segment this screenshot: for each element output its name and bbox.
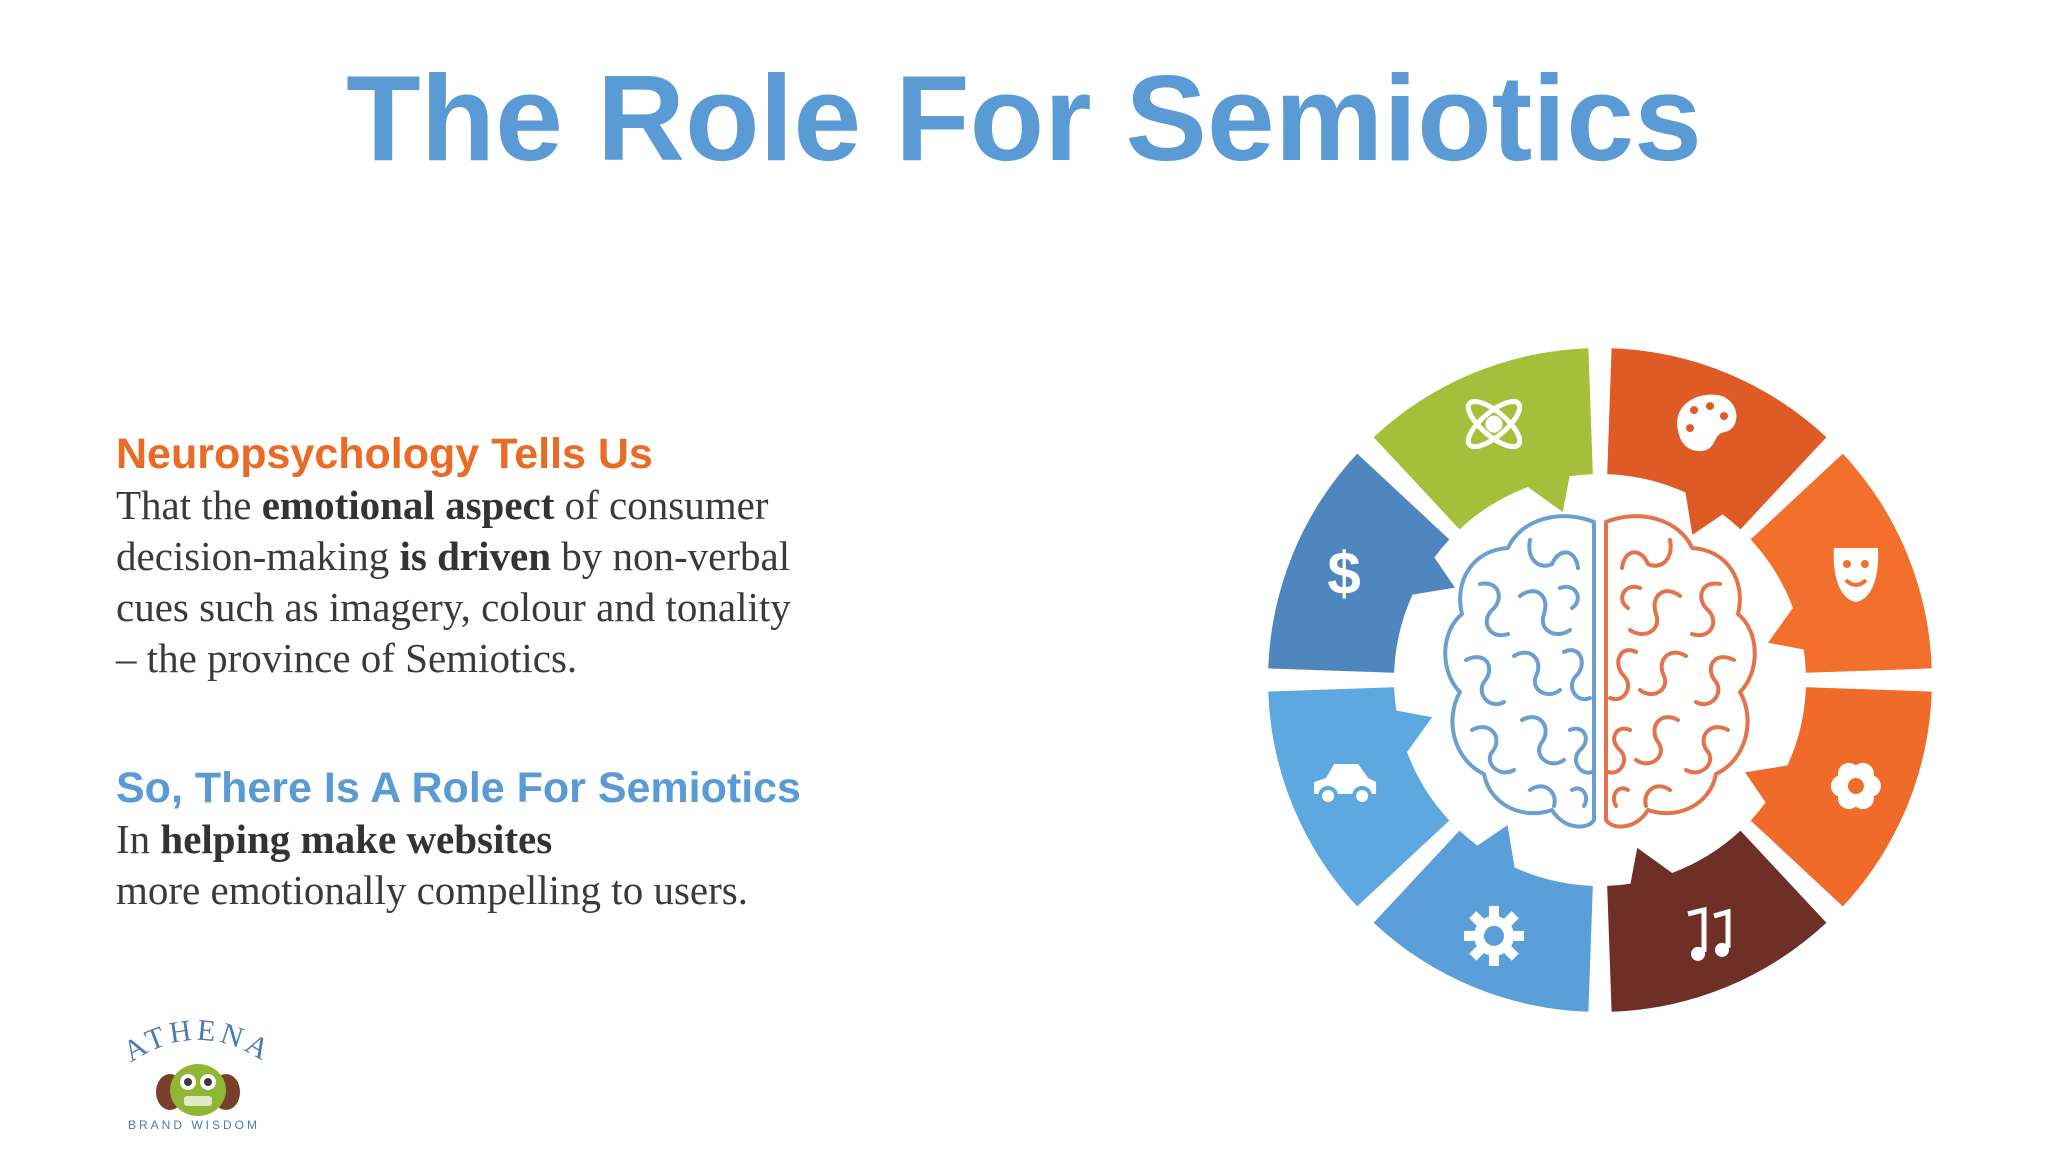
semiotics-role-block: So, There Is A Role For Semiotics In hel…	[116, 762, 976, 916]
text-run: decision-making	[116, 533, 400, 579]
logo-tagline: BRAND WISDOM	[128, 1118, 260, 1132]
slide-title: The Role For Semiotics	[346, 50, 1702, 186]
text-run: In	[116, 816, 161, 862]
text-run: of consumer	[554, 482, 769, 528]
neuropsychology-line-1: That the emotional aspect of consumer	[116, 480, 976, 531]
svg-text:$: $	[1327, 540, 1360, 607]
logo-wordmark: ATHENA	[118, 1013, 279, 1068]
palette-icon	[1677, 394, 1737, 451]
bold-run: emotional aspect	[261, 482, 555, 528]
wheel-segment	[1268, 453, 1455, 673]
wheel-segment	[1607, 830, 1827, 1012]
text-run: That the	[116, 482, 262, 528]
brain-icon	[1443, 514, 1757, 829]
wheel-segment	[1373, 348, 1593, 530]
neuropsychology-line-4: – the province of Semiotics.	[116, 635, 578, 681]
semiotics-role-line-2: more emotionally compelling to users.	[116, 867, 748, 913]
car-icon	[1314, 764, 1377, 807]
music-notes-icon	[1687, 906, 1731, 961]
semiotics-wheel-diagram: $	[1268, 348, 1932, 1012]
wheel-icons: $	[1314, 394, 1881, 966]
semiotics-role-line-1: In helping make websites	[116, 814, 976, 865]
mask-icon	[1833, 547, 1879, 602]
neuropsychology-line-2: decision-making is driven by non-verbal	[116, 531, 976, 582]
semiotics-role-heading: So, There Is A Role For Semiotics	[116, 764, 801, 812]
wheel-segment	[1607, 348, 1827, 535]
text-run: by non-verbal	[551, 533, 791, 579]
neuropsychology-heading: Neuropsychology Tells Us	[116, 430, 653, 478]
flower-icon	[1830, 762, 1881, 810]
athena-owl-logo-icon: ATHENA	[118, 1013, 279, 1116]
atom-icon	[1465, 399, 1523, 450]
brain-left-hemisphere	[1443, 514, 1596, 829]
bold-run: is driven	[399, 533, 552, 579]
neuropsychology-line-3: cues such as imagery, colour and tonalit…	[116, 584, 791, 630]
brain-right-hemisphere	[1604, 514, 1757, 829]
bold-run: helping make websites	[160, 816, 553, 862]
gear-icon	[1463, 905, 1524, 966]
wheel-segments	[1268, 348, 1932, 1012]
athena-logo: ATHENA BRAND WISDOM	[108, 1012, 288, 1144]
neuropsychology-block: Neuropsychology Tells Us That the emotio…	[116, 428, 976, 684]
dollar-icon: $	[1327, 540, 1360, 607]
